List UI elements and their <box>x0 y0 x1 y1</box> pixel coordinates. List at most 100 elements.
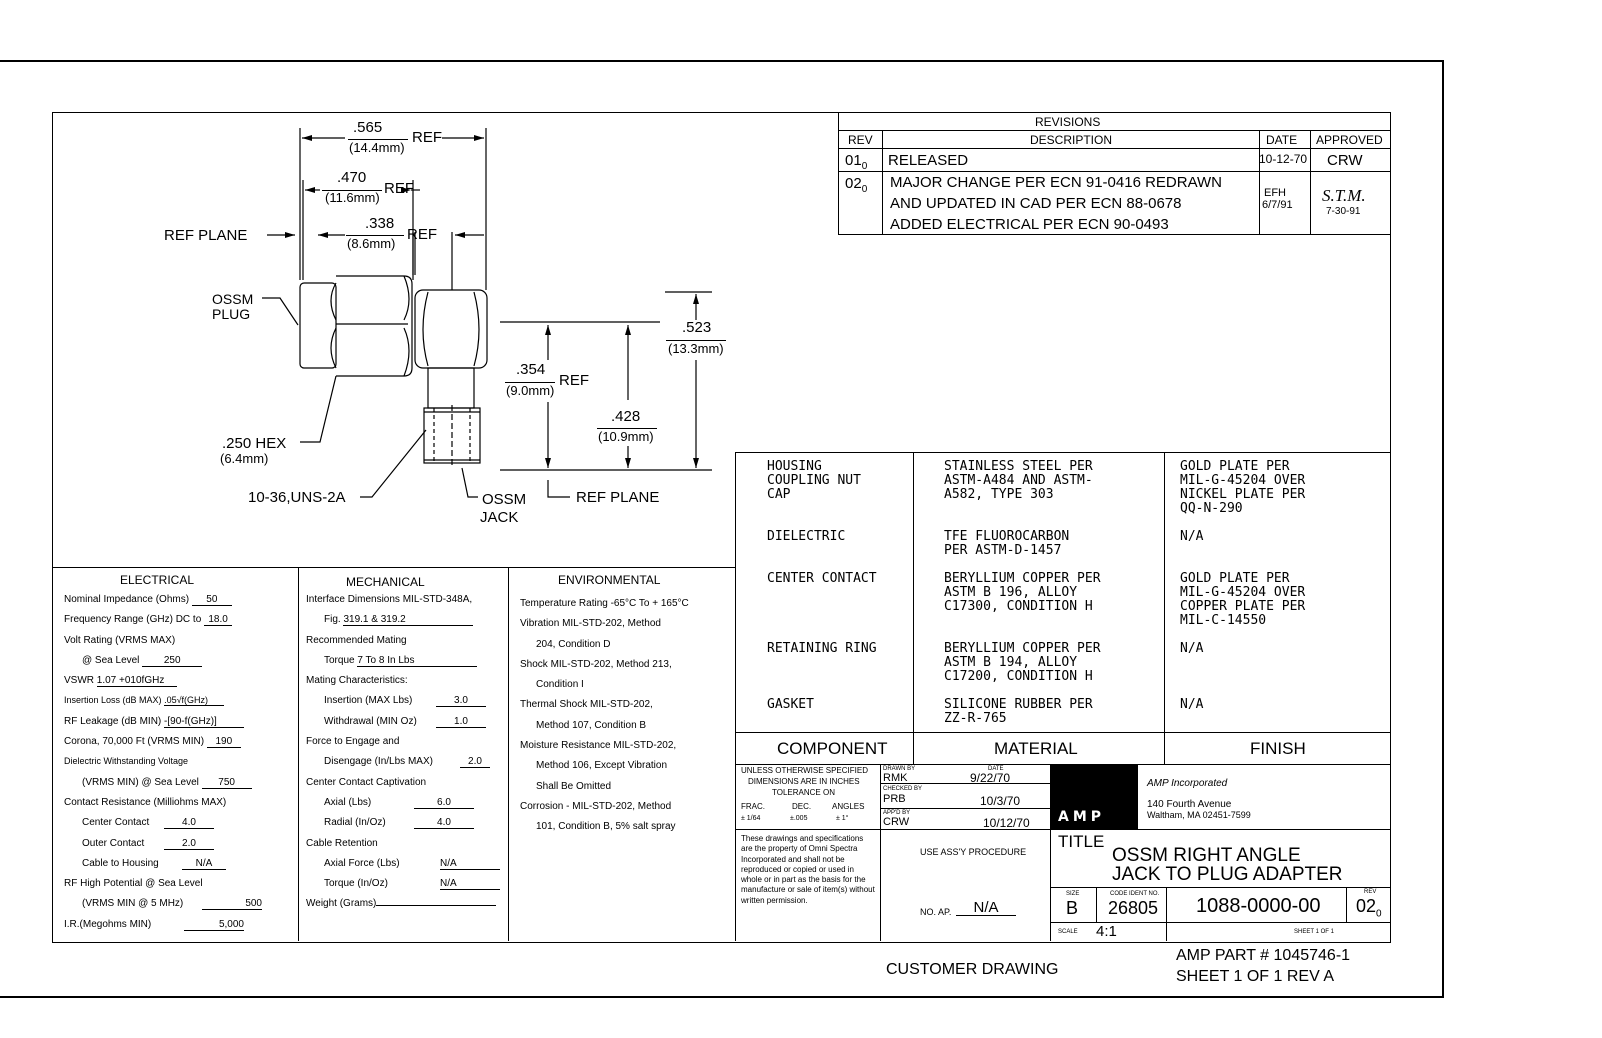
date-header: DATE <box>1266 133 1298 147</box>
electrical-line: Contact Resistance (Milliohms MAX) <box>64 796 227 808</box>
material-row-2-component: DIELECTRIC <box>767 529 846 544</box>
electrical-line: RF High Potential @ Sea Level <box>64 878 203 890</box>
electrical-line: I.R.(Megohms MIN)5,000 <box>64 918 244 931</box>
rev-row-1-approved: CRW <box>1327 152 1363 169</box>
environmental-line: Method 107, Condition B <box>536 719 647 731</box>
code-ident-value: 26805 <box>1108 898 1159 918</box>
dim-523: .523 <box>682 319 712 336</box>
environmental-title: ENVIRONMENTAL <box>558 573 661 587</box>
appd-by: CRW <box>883 816 910 828</box>
environmental-line: 101, Condition B, 5% salt spray <box>536 821 676 833</box>
amp-logo: AMP <box>1050 764 1138 829</box>
tol-dec-value: ±.005 <box>790 815 808 822</box>
description-header: DESCRIPTION <box>1030 133 1113 147</box>
material-header: MATERIAL <box>994 739 1078 758</box>
thread-spec: 10-36,UNS-2A <box>248 489 346 506</box>
electrical-list: Nominal Impedance (Ohms) 50 Frequency Ra… <box>64 594 296 939</box>
dim-565-mm: (14.4mm) <box>349 140 405 155</box>
checked-date: 10/3/70 <box>980 794 1021 808</box>
electrical-line: Frequency Range (GHz) DC to 18.0 <box>64 614 296 634</box>
ossm-plug-label-1: OSSM <box>212 291 254 307</box>
mechanical-line: Axial (Lbs)6.0 <box>306 797 506 817</box>
hex-250-mm: (6.4mm) <box>220 451 269 466</box>
environmental-line: Condition I <box>536 679 584 691</box>
dim-470-mm: (11.6mm) <box>325 190 380 205</box>
title-label: TITLE <box>1058 832 1105 851</box>
ossm-jack-label-2: JACK <box>480 509 519 526</box>
material-row-4-component: RETAINING RING <box>767 641 877 656</box>
mechanical-list: Interface Dimensions MIL-STD-348A, Fig. … <box>306 594 506 919</box>
drawing-rev: 020 <box>1356 896 1382 920</box>
plug-hex-body <box>336 275 413 377</box>
rev-row-2-date-1: EFH <box>1264 187 1286 199</box>
scale-value: 4:1 <box>1096 923 1117 940</box>
mechanical-line: Recommended Mating <box>306 634 407 646</box>
rev-row-1-desc: RELEASED <box>888 152 969 169</box>
rev-row-2-date-2: 6/7/91 <box>1262 199 1293 211</box>
mechanical-line: Insertion (MAX Lbs)3.0 <box>306 695 506 715</box>
approved-header: APPROVED <box>1316 133 1383 147</box>
mechanical-line: Cable Retention <box>306 837 378 849</box>
environmental-line: Corrosion - MIL-STD-202, Method <box>520 800 672 812</box>
ref-plane-bottom: REF PLANE <box>576 489 660 506</box>
scale-label: SCALE <box>1058 929 1078 935</box>
sheet-rev: SHEET 1 OF 1 REV A <box>1176 968 1334 985</box>
mechanical-line: Fig. 319.1 & 319.2 <box>306 614 506 634</box>
material-row-5-finish: N/A <box>1180 697 1204 712</box>
no-ap-value: N/A <box>956 900 1016 916</box>
mechanical-line: Center Contact Captivation <box>306 776 427 788</box>
mechanical-line: Torque (In/Oz)N/A <box>306 878 506 898</box>
dim-354-mm: (9.0mm) <box>506 383 555 398</box>
electrical-line: Corona, 70,000 Ft (VRMS MIN) 190 <box>64 736 296 756</box>
checked-by: PRB <box>883 793 906 805</box>
tolerance-line-3: TOLERANCE ON <box>772 788 835 797</box>
ossm-jack-label-1: OSSM <box>482 491 527 508</box>
electrical-line: @ Sea Level 250 <box>64 655 296 675</box>
finish-header: FINISH <box>1250 739 1306 758</box>
connector-drawing-svg <box>262 128 712 498</box>
electrical-line: Insertion Loss (dB MAX) .05√f(GHz) <box>64 695 296 715</box>
mechanical-line: Axial Force (Lbs)N/A <box>306 858 506 878</box>
material-row-3-finish: GOLD PLATE PER MIL-G-45204 OVER COPPER P… <box>1180 571 1306 628</box>
environmental-line: Shock MIL-STD-202, Method 213, <box>520 658 672 670</box>
dim-565: .565 <box>353 119 383 136</box>
environmental-line: Moisture Resistance MIL-STD-202, <box>520 740 677 752</box>
drawing-border <box>52 112 1391 943</box>
jack-neck <box>427 367 475 409</box>
material-row-1-component: HOUSING COUPLING NUT CAP <box>767 459 861 502</box>
size-value: B <box>1066 898 1079 918</box>
dim-428: .428 <box>611 408 641 425</box>
dim-354: .354 <box>516 361 546 378</box>
dim-523-mm: (13.3mm) <box>668 341 724 356</box>
drawn-by: RMK <box>883 772 908 784</box>
appd-date: 10/12/70 <box>983 816 1030 830</box>
tol-frac-label: FRAC. <box>741 802 765 811</box>
ref-label-4: REF <box>559 372 589 389</box>
material-row-1-finish: GOLD PLATE PER MIL-G-45204 OVER NICKEL P… <box>1180 459 1306 516</box>
material-row-2-material: TFE FLUOROCARBON PER ASTM-D-1457 <box>944 529 1070 558</box>
environmental-list: Temperature Rating -65°C To + 165°C Vibr… <box>520 598 734 842</box>
proprietary-notice: These drawings and specifications are th… <box>741 834 875 905</box>
component-header: COMPONENT <box>777 739 888 758</box>
material-row-5-component: GASKET <box>767 697 814 712</box>
mechanical-title: MECHANICAL <box>346 575 425 589</box>
dim-338: .338 <box>365 215 395 232</box>
dim-338-mm: (8.6mm) <box>347 236 396 251</box>
mechanical-line: Disengage (In/Lbs MAX)2.0 <box>306 756 506 776</box>
sheet-label: SHEET 1 OF 1 <box>1294 929 1334 935</box>
outer-frame <box>0 60 1444 998</box>
title-line-2: JACK TO PLUG ADAPTER <box>1112 864 1343 885</box>
connector-drawing: .565 (14.4mm) REF .470 (11.6mm) REF .338… <box>0 0 760 560</box>
tol-angles-value: ± 1° <box>836 815 849 822</box>
ref-label-2: REF <box>384 180 414 197</box>
mechanical-line: Torque 7 To 8 In Lbs <box>306 655 506 675</box>
mechanical-line: Radial (In/Oz)4.0 <box>306 817 506 837</box>
material-row-4-material: BERYLLIUM COPPER PER ASTM B 194, ALLOY C… <box>944 641 1101 684</box>
tol-frac-value: ± 1/64 <box>741 815 761 822</box>
revisions-title: REVISIONS <box>1035 115 1101 129</box>
electrical-line: Nominal Impedance (Ohms) 50 <box>64 594 296 614</box>
company-name: AMP Incorporated <box>1147 778 1228 789</box>
